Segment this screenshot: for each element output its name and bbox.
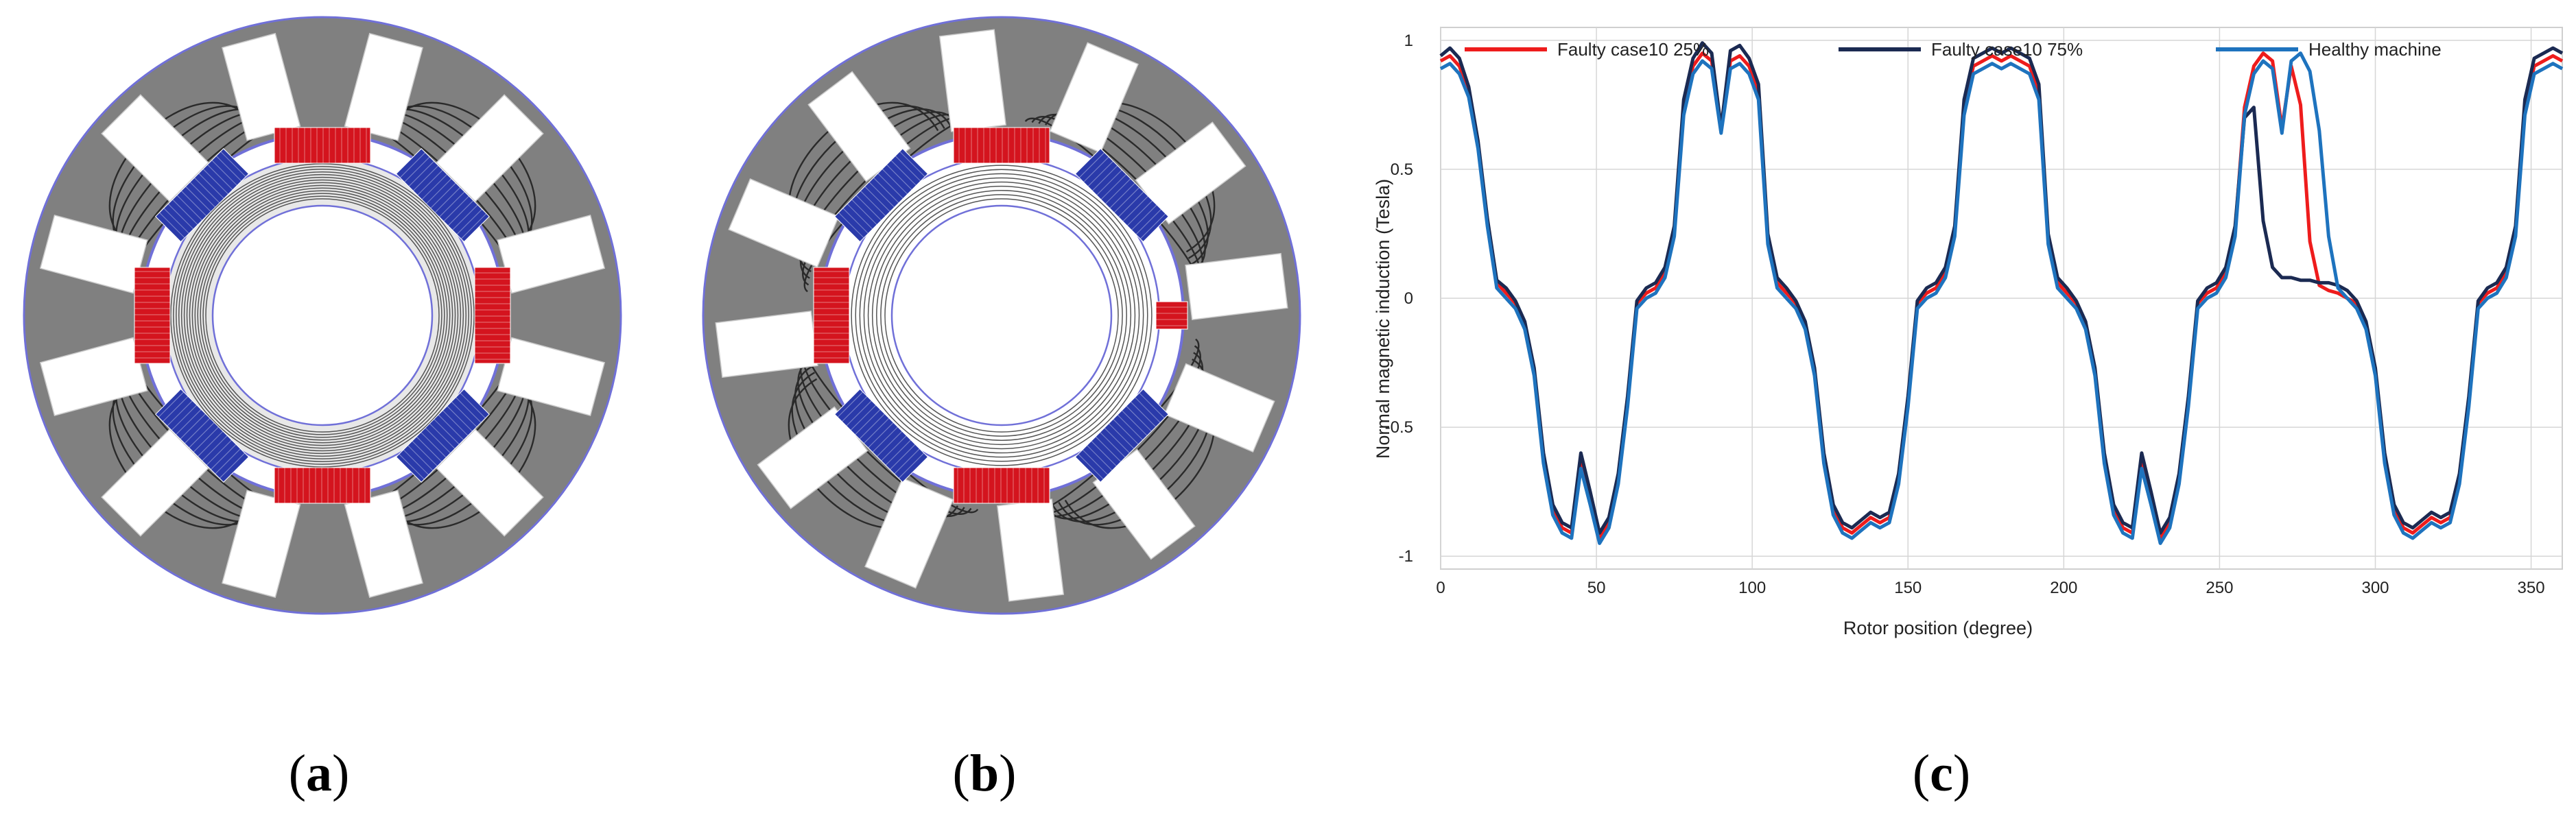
stator-slot bbox=[222, 490, 301, 599]
stator-slot bbox=[39, 337, 148, 416]
magnet-red bbox=[1155, 301, 1188, 330]
stator-slot bbox=[728, 178, 840, 268]
shaft-bore bbox=[890, 204, 1113, 426]
x-axis-label: Rotor position (degree) bbox=[1843, 618, 2033, 638]
y-tick-label: 0.5 bbox=[1391, 160, 1413, 179]
magnet-blue bbox=[1074, 148, 1169, 243]
rotor-magnets bbox=[813, 127, 1188, 504]
x-tick-label: 50 bbox=[1587, 579, 1606, 597]
y-axis-label: Normal magnetic induction (Tesla) bbox=[1373, 179, 1393, 459]
stator-slots bbox=[715, 29, 1288, 602]
rotor-magnets bbox=[134, 127, 511, 504]
stator-slot bbox=[938, 29, 1007, 132]
y-tick-label: -0.5 bbox=[1385, 418, 1413, 437]
stator-slot bbox=[497, 215, 606, 294]
caption-b: (b) bbox=[952, 745, 1017, 802]
x-tick-label: 0 bbox=[1436, 579, 1445, 597]
magnet-red bbox=[953, 127, 1050, 164]
x-tick-label: 300 bbox=[2361, 579, 2389, 597]
magnet-red bbox=[274, 467, 371, 504]
magnet-red bbox=[953, 467, 1050, 504]
magnet-red bbox=[274, 127, 371, 164]
x-tick-label: 250 bbox=[2206, 579, 2233, 597]
magnet-blue bbox=[395, 148, 490, 243]
stator-slot bbox=[996, 498, 1065, 602]
shaft-bore bbox=[211, 204, 434, 426]
legend-label: Healthy machine bbox=[2308, 39, 2442, 60]
magnet-blue bbox=[834, 148, 929, 243]
legend: Faulty case10 25% Faulty case10 75% Health… bbox=[1465, 39, 2442, 60]
legend-label: Faulty case10 25% bbox=[1557, 39, 1709, 60]
magnet-red bbox=[474, 267, 511, 364]
stator-slot bbox=[344, 32, 423, 141]
stator-slot bbox=[1049, 42, 1139, 154]
tick-labels: 0 50 100 150 200 250 300 350 -1 -0.5 0 0.5 1 bbox=[1385, 32, 2545, 597]
stator-slot bbox=[1163, 363, 1275, 453]
induction-chart: 0 50 100 150 200 250 300 350 -1 -0.5 0 0.5 1 Faulty … bbox=[1373, 27, 2564, 638]
motor-cross-section-b bbox=[702, 16, 1301, 615]
y-tick-label: 0 bbox=[1404, 289, 1413, 308]
caption-c: (c) bbox=[1912, 745, 1971, 802]
stator-slot bbox=[101, 94, 209, 202]
caption-a: (a) bbox=[288, 745, 350, 802]
stator-slot bbox=[715, 310, 818, 378]
series-line bbox=[1439, 51, 2564, 545]
stator-slot bbox=[101, 429, 209, 537]
stator-slot bbox=[436, 429, 544, 537]
motor-cross-section-a bbox=[23, 16, 622, 615]
stator-slot bbox=[1185, 252, 1288, 321]
stator-slot bbox=[344, 490, 423, 599]
x-tick-label: 200 bbox=[2050, 579, 2077, 597]
series-lines bbox=[1439, 41, 2564, 545]
rotor-flux-lines bbox=[170, 163, 475, 468]
x-tick-label: 100 bbox=[1738, 579, 1766, 597]
stator-slot bbox=[497, 337, 606, 416]
magnet-blue bbox=[155, 148, 250, 243]
magnet-red bbox=[134, 267, 171, 364]
grid-lines bbox=[1440, 27, 2562, 569]
magnet-blue bbox=[1074, 388, 1169, 483]
y-tick-label: -1 bbox=[1399, 547, 1413, 566]
magnet-blue bbox=[395, 388, 490, 483]
magnet-blue bbox=[155, 388, 250, 483]
magnet-red bbox=[813, 267, 850, 364]
stator-slot bbox=[39, 215, 148, 294]
magnet-blue bbox=[834, 388, 929, 483]
x-tick-label: 150 bbox=[1894, 579, 1922, 597]
stator-slots bbox=[39, 32, 606, 599]
stator-slot bbox=[436, 94, 544, 202]
y-tick-label: 1 bbox=[1404, 32, 1413, 50]
stator-slot bbox=[222, 32, 301, 141]
stator-slot bbox=[864, 477, 954, 589]
rotor-flux-lines bbox=[851, 165, 1153, 466]
legend-label: Faulty case10 75% bbox=[1931, 39, 2083, 60]
x-tick-label: 350 bbox=[2518, 579, 2545, 597]
